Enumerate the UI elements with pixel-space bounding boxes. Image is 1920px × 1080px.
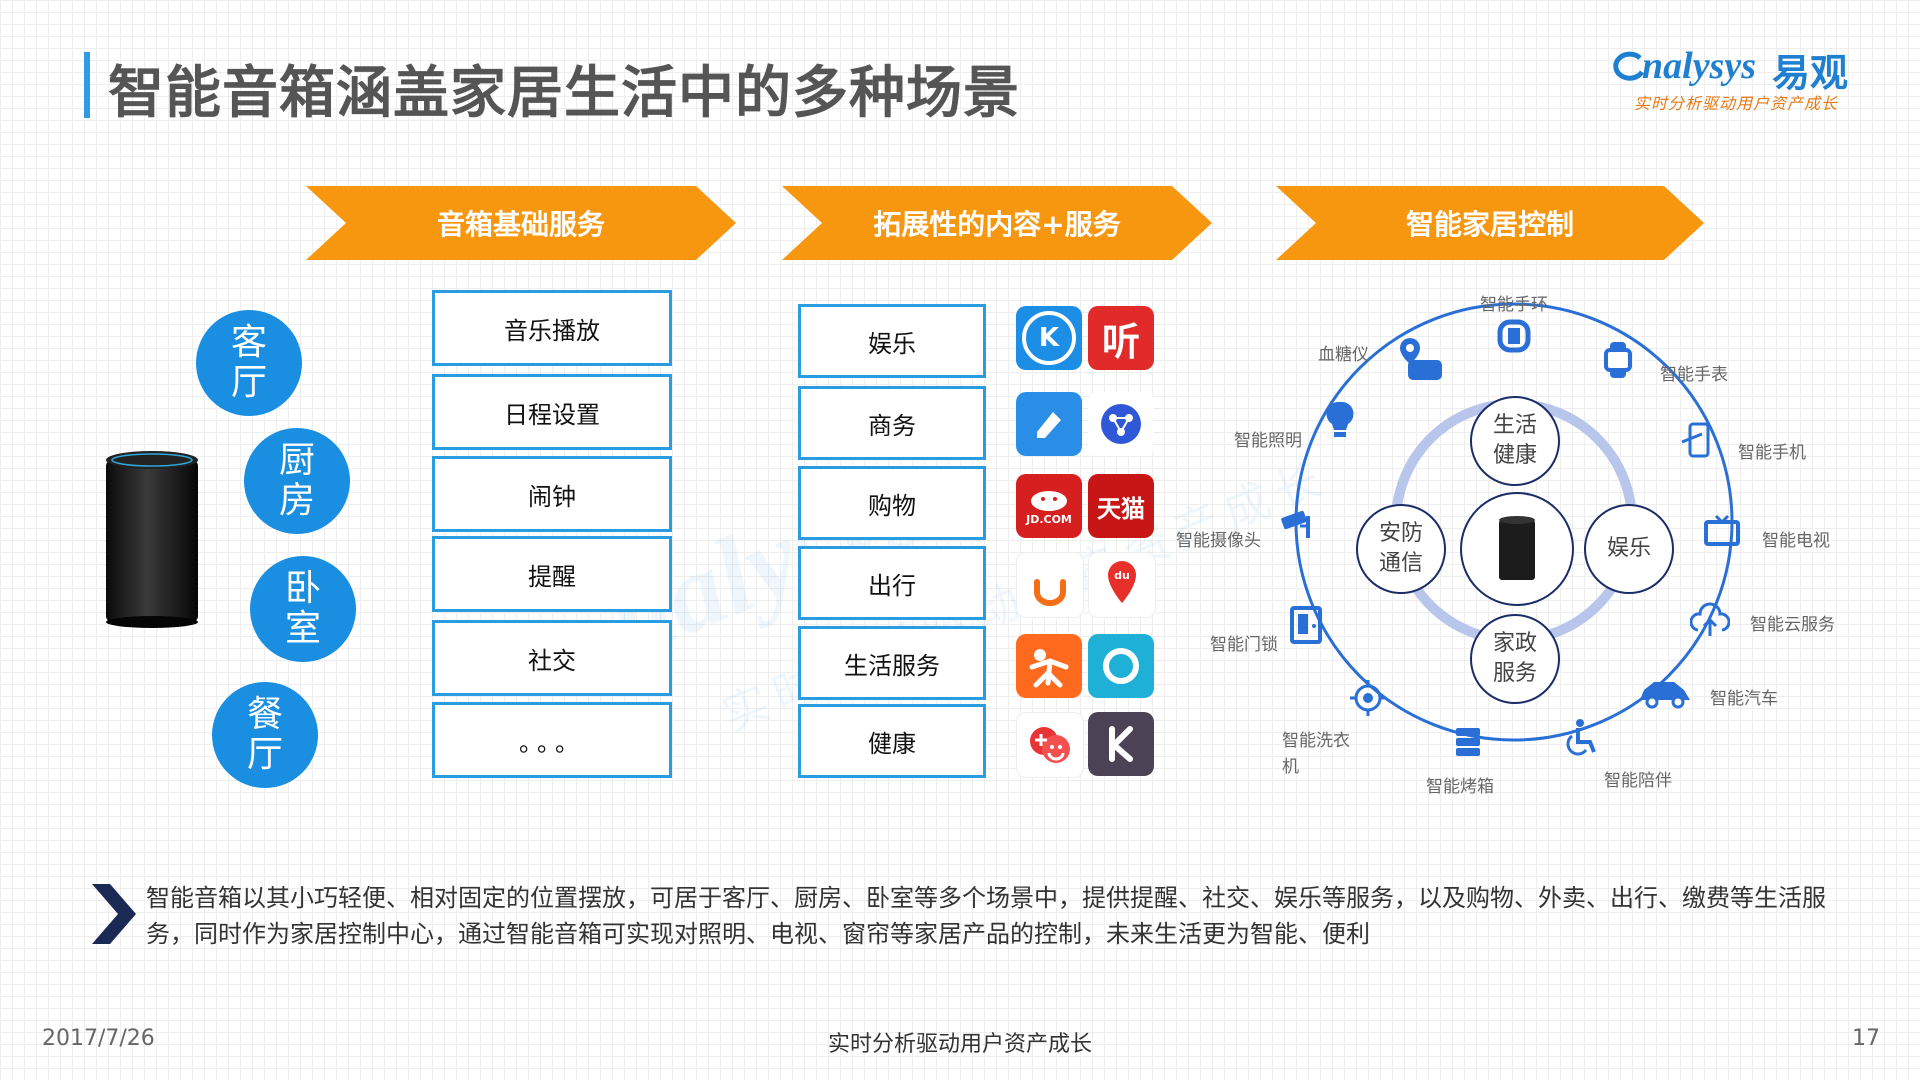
ting-icon: 听 bbox=[1088, 306, 1154, 370]
tv-icon bbox=[1704, 514, 1740, 546]
car-icon bbox=[1640, 682, 1690, 709]
device-label-companion: 智能陪伴 bbox=[1604, 771, 1672, 791]
analysys-logo: nalysys 易观 实时分析驱动用户资产成长 bbox=[1612, 44, 1872, 116]
svg-text:du: du bbox=[1114, 569, 1130, 582]
content-travel: 出行 bbox=[798, 546, 986, 620]
wristband-icon bbox=[1497, 319, 1531, 353]
phone-icon bbox=[1681, 422, 1710, 458]
section-header-basic: 音箱基础服务 bbox=[306, 186, 736, 260]
ele-icon bbox=[1088, 634, 1154, 698]
washer-icon bbox=[1350, 680, 1386, 716]
device-label-wristband: 智能手环 bbox=[1480, 295, 1548, 315]
network-icon bbox=[1088, 392, 1154, 456]
section-header-smart-home: 智能家居控制 bbox=[1276, 186, 1704, 260]
camera-icon bbox=[1281, 510, 1310, 538]
meituan-icon bbox=[1016, 634, 1082, 698]
device-label-lighting: 智能照明 bbox=[1234, 431, 1302, 451]
logo-tagline: 实时分析驱动用户资产成长 bbox=[1634, 94, 1839, 113]
device-label-washer: 智能洗衣机 bbox=[1282, 731, 1350, 777]
footer-tagline: 实时分析驱动用户资产成长 bbox=[827, 1032, 1092, 1057]
baidu-map-icon: du bbox=[1088, 552, 1156, 618]
service-music: 音乐播放 bbox=[432, 290, 672, 366]
device-label-watch: 智能手表 bbox=[1660, 365, 1728, 385]
service-social: 社交 bbox=[432, 620, 672, 696]
device-label-oven: 智能烤箱 bbox=[1426, 777, 1494, 797]
jd-icon: JD.COM bbox=[1016, 474, 1082, 538]
kugou-icon: K bbox=[1016, 306, 1082, 370]
device-label-phone: 智能手机 bbox=[1738, 443, 1806, 463]
chevron-right-icon bbox=[92, 884, 136, 944]
room-dining-room: 餐厅 bbox=[212, 682, 318, 788]
tmall-icon: 天猫 bbox=[1088, 474, 1154, 538]
title-accent-bar bbox=[84, 52, 90, 118]
didi-icon bbox=[1016, 552, 1084, 618]
logo-brand-en: nalysys bbox=[1642, 45, 1756, 87]
haodf-icon bbox=[1016, 712, 1084, 778]
summary-text: 智能音箱以其小巧轻便、相对固定的位置摆放，可居于客厅、厨房、卧室等多个场景中，提… bbox=[146, 884, 1826, 948]
speaker-icon bbox=[1499, 516, 1535, 580]
device-label-car: 智能汽车 bbox=[1710, 689, 1778, 709]
cloud-icon bbox=[1690, 602, 1730, 636]
content-life-services: 生活服务 bbox=[798, 626, 986, 700]
service-schedule: 日程设置 bbox=[432, 374, 672, 450]
content-health: 健康 bbox=[798, 704, 986, 778]
room-living-room: 客厅 bbox=[196, 310, 302, 416]
footer-date: 2017/7/26 bbox=[42, 1026, 155, 1051]
page-title: 智能音箱涵盖家居生活中的多种场景 bbox=[108, 61, 1020, 126]
watch-icon bbox=[1604, 342, 1632, 378]
page-number: 17 bbox=[1852, 1026, 1880, 1051]
wheelchair-icon bbox=[1566, 719, 1596, 756]
speaker-hub bbox=[1460, 492, 1574, 606]
glucose-meter-icon bbox=[1400, 338, 1442, 380]
device-label-cloud: 智能云服务 bbox=[1750, 615, 1835, 635]
logo-mark-icon bbox=[1613, 51, 1645, 81]
lock-icon bbox=[1290, 606, 1322, 644]
node-entertainment: 娱乐 bbox=[1584, 504, 1674, 594]
content-business: 商务 bbox=[798, 386, 986, 460]
dingtalk-icon bbox=[1016, 392, 1082, 456]
content-shopping: 购物 bbox=[798, 466, 986, 540]
service-reminder: 提醒 bbox=[432, 536, 672, 612]
node-security-comm: 安防通信 bbox=[1356, 504, 1446, 594]
device-label-camera: 智能摄像头 bbox=[1176, 531, 1261, 551]
service-more: 。。。 bbox=[432, 702, 672, 778]
device-label-tv: 智能电视 bbox=[1762, 531, 1830, 551]
room-kitchen: 厨房 bbox=[244, 428, 350, 534]
oven-icon bbox=[1456, 728, 1480, 756]
node-housekeeping: 家政服务 bbox=[1470, 614, 1560, 704]
room-bedroom: 卧室 bbox=[250, 556, 356, 662]
smart-speaker-image bbox=[106, 451, 198, 628]
device-label-glucose-meter: 血糖仪 bbox=[1318, 345, 1369, 365]
device-label-lock: 智能门锁 bbox=[1210, 635, 1278, 655]
node-life-health: 生活健康 bbox=[1470, 396, 1560, 486]
keep-icon bbox=[1088, 712, 1154, 776]
logo-brand-cn: 易观 bbox=[1772, 51, 1849, 95]
section-header-extended: 拓展性的内容+服务 bbox=[782, 186, 1212, 260]
content-entertainment: 娱乐 bbox=[798, 304, 986, 378]
service-alarm: 闹钟 bbox=[432, 456, 672, 532]
bulb-icon bbox=[1326, 401, 1354, 437]
